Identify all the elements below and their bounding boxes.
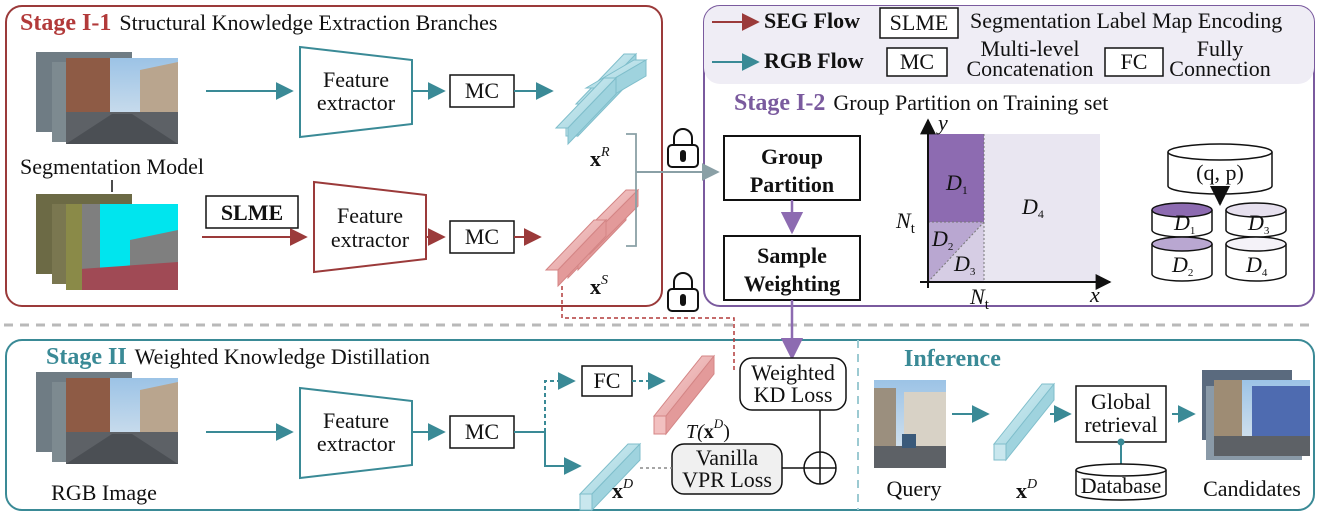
query-label: Query (887, 476, 942, 501)
feature-vector-xs (544, 188, 640, 288)
candidates-label: Candidates (1203, 476, 1301, 501)
svg-text:Fully: Fully (1197, 36, 1243, 61)
label-xd: xD (612, 477, 633, 503)
svg-text:Global: Global (1091, 389, 1151, 414)
lock-icon (667, 128, 699, 168)
svg-text:Group: Group (761, 144, 823, 169)
threshold-x-label: Nt (969, 284, 990, 313)
svg-text:Sample: Sample (757, 243, 827, 268)
legend-fc-abbr: FC (1121, 49, 1148, 74)
legend-slme-abbr: SLME (890, 10, 949, 35)
svg-text:Feature: Feature (323, 67, 389, 92)
candidate-images (1202, 370, 1310, 460)
svg-text:D1: D1 (1173, 210, 1195, 237)
segmentation-map-stack (36, 194, 178, 290)
lock-icon (667, 272, 699, 312)
legend-slme-desc: Segmentation Label Map Encoding (970, 8, 1282, 33)
query-image (874, 380, 946, 468)
group-partition-box (723, 135, 861, 201)
vanilla-vpr-loss-box (671, 443, 783, 495)
mc-box-rgb (449, 74, 515, 108)
cylinder-d2 (1151, 236, 1213, 282)
label-t-xd: T(xD) (686, 416, 730, 443)
feature-extractor-student (299, 386, 413, 480)
sample-weighting-box (723, 235, 861, 301)
svg-text:Partition: Partition (750, 172, 834, 197)
svg-text:extractor: extractor (317, 431, 396, 456)
svg-text:SLME: SLME (221, 200, 283, 225)
svg-text:D3: D3 (1247, 210, 1270, 237)
region-d1 (928, 134, 984, 222)
rgb-image-stack-bottom (36, 372, 178, 464)
weighted-kd-loss-box (739, 357, 847, 411)
mc-box-seg (449, 220, 515, 254)
stage1-1-panel (5, 5, 663, 307)
database-icon (1075, 463, 1167, 501)
svg-text:KD Loss: KD Loss (754, 382, 833, 407)
label-xs: xS (590, 273, 608, 299)
svg-text:MC: MC (465, 78, 499, 103)
cylinder-d4 (1225, 236, 1287, 282)
projected-vector (652, 354, 716, 436)
svg-text:Weighted: Weighted (751, 360, 835, 385)
axis-x-label: x (1089, 282, 1100, 307)
query-feature-vector (992, 382, 1056, 462)
svg-text:Feature: Feature (323, 408, 389, 433)
svg-text:retrieval: retrieval (1084, 412, 1157, 437)
svg-text:Vanilla: Vanilla (696, 445, 759, 470)
svg-text:Feature: Feature (337, 203, 403, 228)
partition-chart (920, 118, 1112, 290)
group-d1-label: D1 (945, 170, 968, 197)
rgb-image-label: RGB Image (51, 480, 157, 505)
svg-text:Connection: Connection (1169, 56, 1270, 81)
svg-text:extractor: extractor (331, 227, 410, 252)
group-d4-label: D4 (1021, 194, 1044, 221)
fc-box (581, 365, 633, 397)
distillation-path (561, 286, 735, 370)
rgb-image-stack-top (36, 52, 178, 144)
axis-y-label: y (936, 110, 948, 135)
svg-text:D4: D4 (1245, 252, 1268, 279)
feature-extractor-seg (313, 180, 427, 274)
feature-vector-xr (554, 52, 648, 146)
legend-mc-abbr: MC (900, 49, 934, 74)
svg-text:Weighting: Weighting (744, 271, 841, 296)
svg-text:FC: FC (594, 368, 621, 393)
inference-title: Inference (904, 346, 1001, 372)
feature-extractor-rgb (299, 45, 413, 139)
legend-rgb-flow: RGB Flow (764, 48, 864, 73)
svg-text:VPR Loss: VPR Loss (682, 467, 772, 492)
label-query-xd: xD (1016, 477, 1037, 503)
slme-box (205, 195, 299, 229)
sum-operator-icon (803, 451, 837, 485)
label-xr: xR (590, 145, 610, 171)
group-d3-label: D3 (953, 251, 976, 278)
feature-vector-xd (578, 442, 642, 512)
svg-text:MC: MC (465, 224, 499, 249)
database-label: Database (1081, 473, 1162, 498)
mc-box-student (449, 415, 515, 449)
qp-label: (q, p) (1196, 160, 1244, 185)
legend-seg-flow: SEG Flow (764, 8, 860, 33)
threshold-y-label: Nt (895, 208, 916, 237)
global-retrieval-box (1075, 385, 1167, 443)
group-d2-label: D2 (931, 226, 953, 253)
svg-text:MC: MC (465, 419, 499, 444)
svg-text:D2: D2 (1171, 252, 1193, 279)
svg-text:Multi-level: Multi-level (981, 36, 1080, 61)
svg-text:extractor: extractor (317, 90, 396, 115)
svg-text:Concatenation: Concatenation (966, 56, 1093, 81)
segmentation-model-label: Segmentation Model (20, 154, 204, 179)
stage2-panel (5, 339, 1315, 511)
